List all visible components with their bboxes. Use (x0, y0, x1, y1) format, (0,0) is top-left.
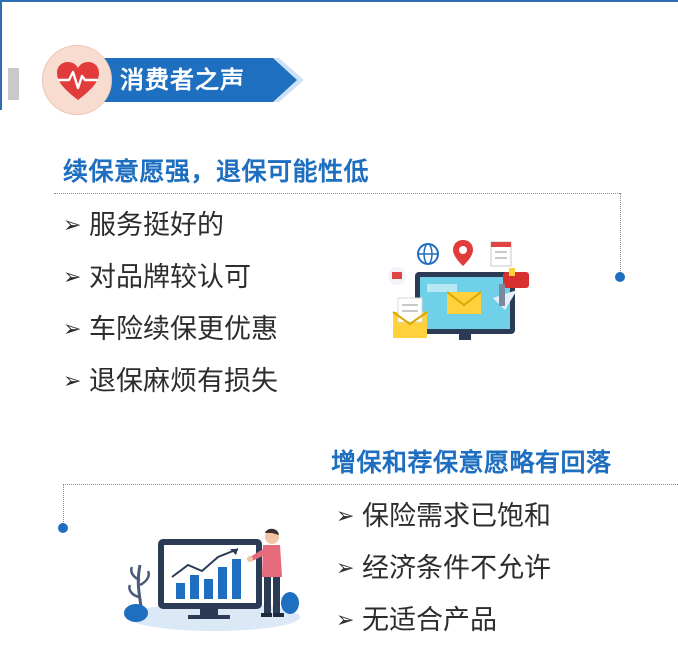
bullet-arrow-icon: ➢ (63, 213, 82, 238)
header-badge (42, 45, 112, 115)
bullet-arrow-icon: ➢ (63, 317, 82, 342)
list-item-text: 保险需求已饱和 (362, 501, 551, 532)
section1-divider (54, 193, 620, 194)
list-item-text: 对品牌较认可 (89, 262, 251, 293)
heart-pulse-icon (57, 62, 99, 100)
list-item-text: 经济条件不允许 (362, 553, 551, 584)
list-item: ➢ 退保麻烦有损失 (63, 356, 278, 408)
section2-divider-vertical (63, 484, 64, 526)
header-title: 消费者之声 (120, 66, 245, 94)
list-item-text: 车险续保更优惠 (89, 314, 278, 345)
section1-list: ➢ 服务挺好的 ➢ 对品牌较认可 ➢ 车险续保更优惠 ➢ 退保麻烦有损失 (63, 200, 278, 408)
frame-left-border (0, 0, 2, 110)
bullet-arrow-icon: ➢ (336, 608, 355, 633)
section2-title: 增保和荐保意愿略有回落 (331, 448, 612, 477)
list-item-text: 无适合产品 (362, 605, 497, 636)
section2-dot-marker (58, 523, 68, 533)
list-item: ➢ 保险需求已饱和 (336, 491, 551, 543)
side-tab-marker (8, 68, 19, 100)
section2-divider (63, 484, 678, 485)
frame-top-border (0, 0, 678, 2)
section1-title: 续保意愿强，退保可能性低 (63, 157, 370, 186)
section1-dot-marker (615, 272, 625, 282)
list-item-text: 服务挺好的 (89, 210, 224, 241)
list-item: ➢ 车险续保更优惠 (63, 304, 278, 356)
section1-divider-vertical (620, 193, 621, 275)
list-item: ➢ 无适合产品 (336, 595, 551, 647)
list-item-text: 退保麻烦有损失 (89, 366, 278, 397)
list-item: ➢ 经济条件不允许 (336, 543, 551, 595)
bullet-arrow-icon: ➢ (63, 265, 82, 290)
bullet-arrow-icon: ➢ (63, 369, 82, 394)
bullet-arrow-icon: ➢ (336, 504, 355, 529)
section2-list: ➢ 保险需求已饱和 ➢ 经济条件不允许 ➢ 无适合产品 (336, 491, 551, 647)
list-item: ➢ 服务挺好的 (63, 200, 278, 252)
growth-chart-presenter-illustration (124, 528, 300, 631)
list-item: ➢ 对品牌较认可 (63, 252, 278, 304)
bullet-arrow-icon: ➢ (336, 556, 355, 581)
section-header: 消费者之声 (42, 45, 304, 117)
header-ribbon (97, 58, 297, 102)
email-computer-illustration (388, 240, 529, 340)
